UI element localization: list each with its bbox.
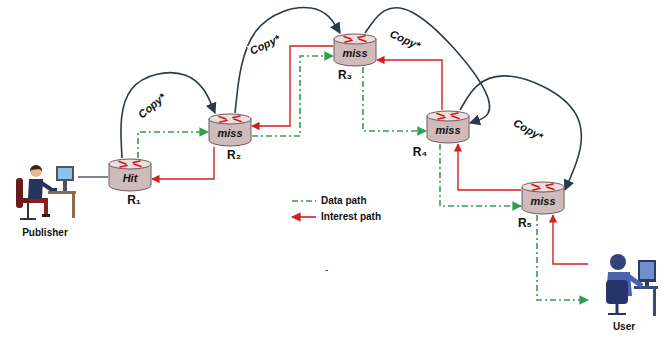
router-node: HitR₁ [108, 158, 152, 192]
person-head [30, 165, 42, 177]
interest-path [252, 46, 333, 126]
desk [634, 286, 658, 289]
interest-path [458, 144, 521, 190]
router-top [209, 114, 251, 124]
copy-arc [121, 73, 215, 158]
router-icon-arrow [219, 117, 226, 120]
router-name: R₂ [222, 148, 246, 162]
cache-status: miss [208, 126, 252, 140]
legend-text: Interest path [321, 211, 381, 222]
monitor-screen [58, 168, 72, 179]
data-path [252, 56, 333, 136]
chair [27, 203, 29, 218]
monitor [56, 166, 74, 181]
router-icon-arrow [233, 116, 240, 118]
legend-item: Data path [290, 195, 367, 206]
person-arm [628, 276, 642, 286]
router-top [427, 111, 469, 121]
router-top [109, 159, 151, 169]
router-name: R₁ [122, 193, 146, 207]
person-shoe [42, 214, 50, 217]
interest-path [152, 147, 214, 179]
edge-label: Copy* [135, 90, 169, 122]
interest-path-sample [290, 212, 318, 222]
router-icon-arrow [452, 116, 459, 119]
router-node: missR₄ [426, 110, 470, 144]
desk [72, 194, 75, 218]
data-path [537, 215, 588, 300]
publisher-illustration [12, 158, 78, 224]
data-path-sample [290, 196, 318, 206]
legend-line [292, 200, 316, 202]
legend-line [292, 216, 316, 218]
copy-arc [365, 8, 490, 123]
data-path [440, 144, 521, 206]
monitor-screen [640, 262, 654, 279]
router-node: missR₂ [208, 113, 252, 147]
router-name: R₃ [333, 68, 357, 82]
router-name: R₅ [513, 216, 537, 230]
router-node: missR₅ [521, 181, 565, 215]
figure-label: Publisher [22, 226, 68, 240]
link-line [78, 176, 108, 177]
router-icon-arrow [220, 121, 227, 123]
legend-item: Interest path [290, 211, 381, 222]
chair [608, 313, 626, 315]
router-icon-arrow [451, 113, 458, 115]
router-node: missR₃ [333, 33, 377, 67]
chair [16, 178, 23, 208]
note-mark: - [325, 264, 328, 275]
router-icon-arrow [134, 164, 141, 167]
desk [653, 289, 656, 316]
router-icon-arrow [533, 189, 540, 191]
router-icon-arrow [532, 185, 539, 188]
monitor [645, 282, 649, 286]
cache-status: miss [333, 46, 377, 60]
router-name: R₄ [408, 145, 432, 159]
copy-arc [460, 76, 581, 190]
cache-status: miss [426, 123, 470, 137]
router-icon-arrow [344, 37, 351, 40]
router-icon-arrow [438, 118, 445, 120]
chair [20, 218, 36, 220]
router-icon-arrow [359, 39, 366, 42]
person-head [610, 254, 626, 270]
router-icon-arrow [547, 187, 554, 190]
figure-label: User [613, 320, 635, 334]
router-icon-arrow [119, 162, 126, 165]
user-illustration [588, 246, 660, 318]
cache-status: Hit [108, 171, 152, 185]
data-path [138, 132, 208, 158]
monitor [63, 181, 67, 191]
data-path [363, 67, 426, 131]
router-icon-arrow [234, 119, 241, 122]
person-arm [40, 182, 57, 190]
router-icon-arrow [120, 166, 127, 168]
person-figure: Publisher [12, 158, 78, 224]
desk [48, 191, 76, 194]
router-icon-arrow [133, 161, 140, 163]
router-top [522, 182, 564, 192]
monitor [638, 260, 656, 282]
person-legs [30, 198, 48, 214]
person-figure: User [588, 246, 660, 318]
router-icon-arrow [546, 184, 553, 186]
router-top [334, 34, 376, 44]
interest-path [377, 60, 442, 110]
cache-status: miss [521, 194, 565, 208]
copy-arc [235, 8, 340, 113]
edge-label: Copy* [387, 27, 423, 53]
interest-path [553, 215, 588, 264]
chair [616, 304, 619, 313]
person-hair [30, 165, 42, 171]
router-icon-arrow [437, 114, 444, 117]
chair [606, 280, 628, 304]
router-icon-arrow [358, 36, 365, 38]
router-icon-arrow [345, 41, 352, 43]
edge-label: Copy* [247, 32, 283, 58]
legend-text: Data path [321, 195, 367, 206]
edge-label: Copy* [510, 116, 546, 144]
